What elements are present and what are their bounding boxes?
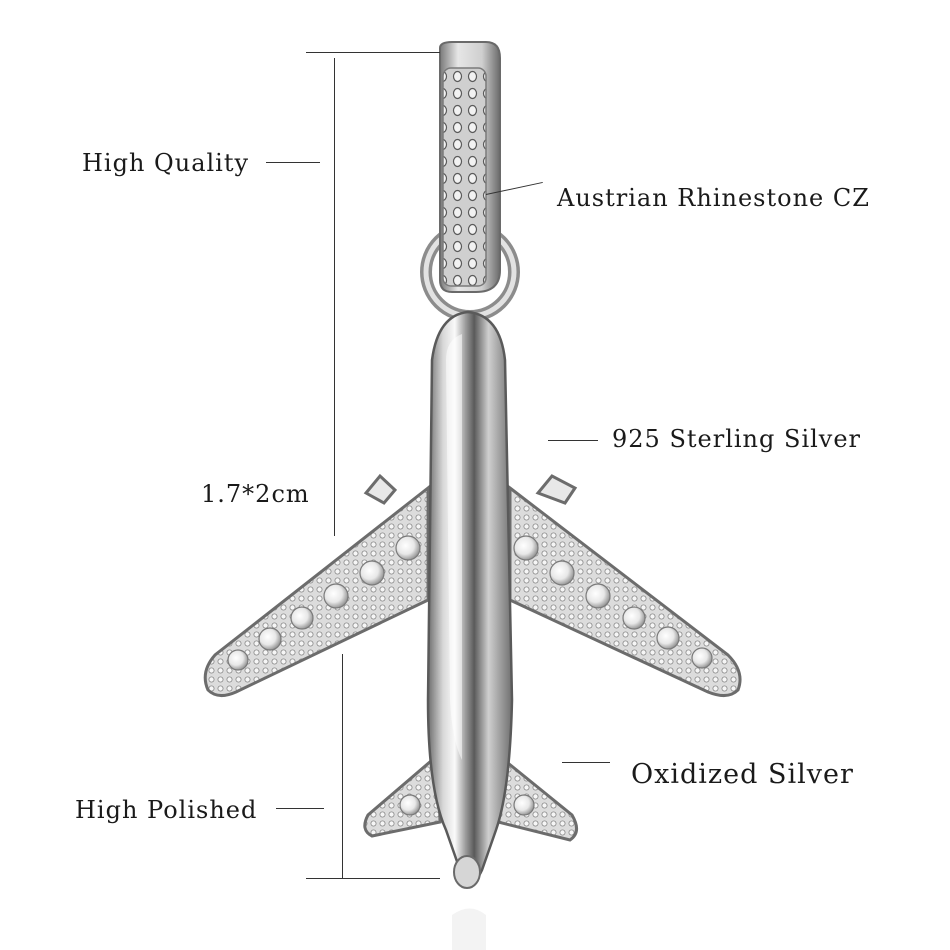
size-label: 1.7*2cm [201, 480, 310, 508]
polished-leader [276, 808, 324, 809]
rhinestone-label: Austrian Rhinestone CZ [557, 184, 870, 212]
high-quality-label: High Quality [82, 149, 250, 177]
high-quality-leader [266, 162, 320, 163]
dimension-top-line [306, 52, 440, 53]
oxidized-label: Oxidized Silver [631, 759, 854, 790]
polished-label: High Polished [75, 796, 258, 824]
dimension-vertical-line-upper [334, 58, 335, 536]
sterling-label: 925 Sterling Silver [612, 425, 862, 453]
oxidized-leader [562, 762, 610, 763]
dimension-bottom-line [306, 878, 440, 879]
sterling-leader [548, 440, 598, 441]
dimension-vertical-line-lower [342, 654, 343, 878]
